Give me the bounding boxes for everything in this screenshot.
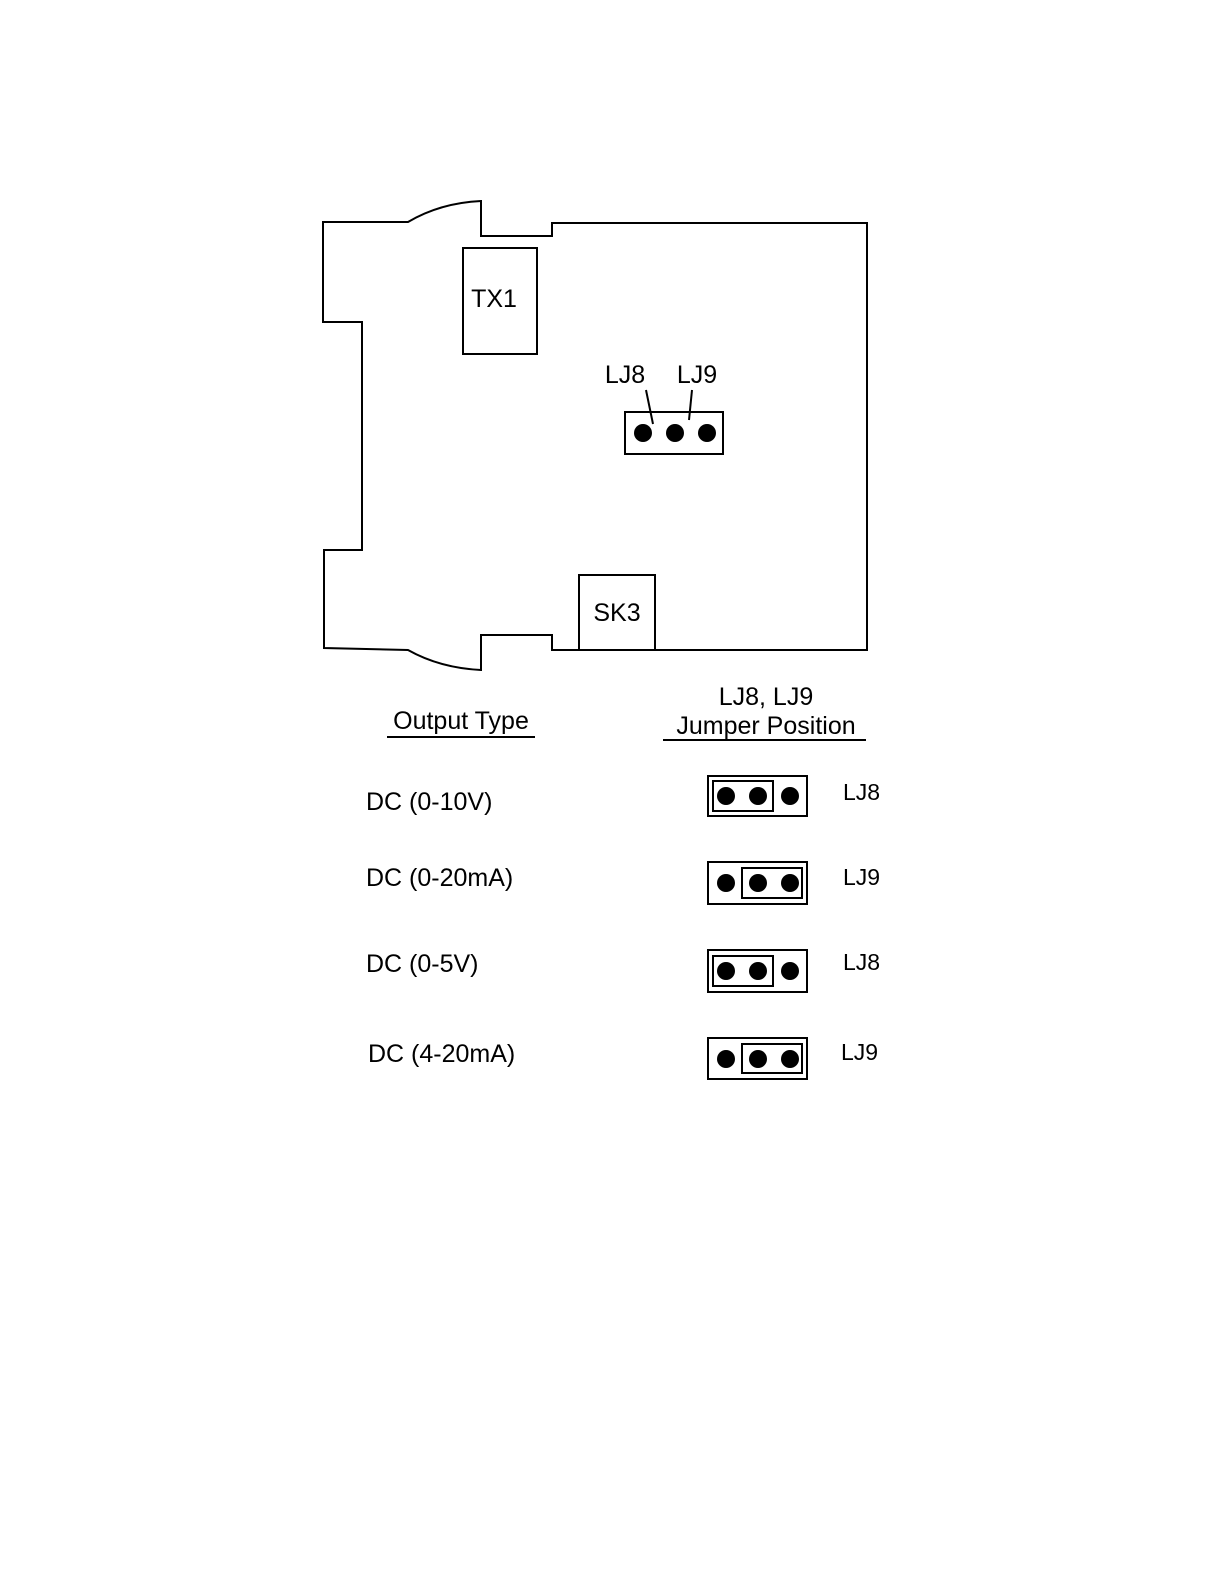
row-jumper-name: LJ9: [841, 1039, 878, 1065]
jumper-pin: [781, 787, 799, 805]
board-pin-2: [666, 424, 684, 442]
row-output-type: DC (0-20mA): [366, 864, 513, 892]
jumper-pin: [717, 1050, 735, 1068]
header-jumper-line1: LJ8, LJ9: [719, 683, 814, 711]
jumper-pin: [781, 1050, 799, 1068]
header-output-type: Output Type: [393, 707, 529, 735]
tx1-label: TX1: [471, 285, 517, 313]
jumper-pin: [717, 787, 735, 805]
row-output-type: DC (4-20mA): [368, 1040, 515, 1068]
board-lj8-label: LJ8: [605, 361, 645, 389]
board-pin-3: [698, 424, 716, 442]
sk3-label: SK3: [593, 599, 640, 627]
table-row: DC (0-10V) LJ8: [366, 776, 880, 816]
header-jumper-line2: Jumper Position: [676, 712, 855, 740]
jumper-pin: [749, 787, 767, 805]
row-jumper-name: LJ9: [843, 864, 880, 890]
jumper-pin: [749, 1050, 767, 1068]
jumper-pin: [749, 874, 767, 892]
board-pin-1: [634, 424, 652, 442]
jumper-pin: [717, 962, 735, 980]
lj9-leader-line: [689, 390, 692, 420]
row-output-type: DC (0-5V): [366, 950, 479, 978]
jumper-pin: [749, 962, 767, 980]
jumper-pin: [781, 874, 799, 892]
lj8-leader-line: [646, 390, 653, 424]
table-row: DC (0-5V) LJ8: [366, 949, 880, 992]
board-lj9-label: LJ9: [677, 361, 717, 389]
jumper-pin: [781, 962, 799, 980]
row-output-type: DC (0-10V): [366, 788, 492, 816]
table-row: DC (0-20mA) LJ9: [366, 862, 880, 904]
row-jumper-name: LJ8: [843, 949, 880, 975]
table-row: DC (4-20mA) LJ9: [368, 1038, 878, 1079]
row-jumper-name: LJ8: [843, 779, 880, 805]
jumper-pin: [717, 874, 735, 892]
